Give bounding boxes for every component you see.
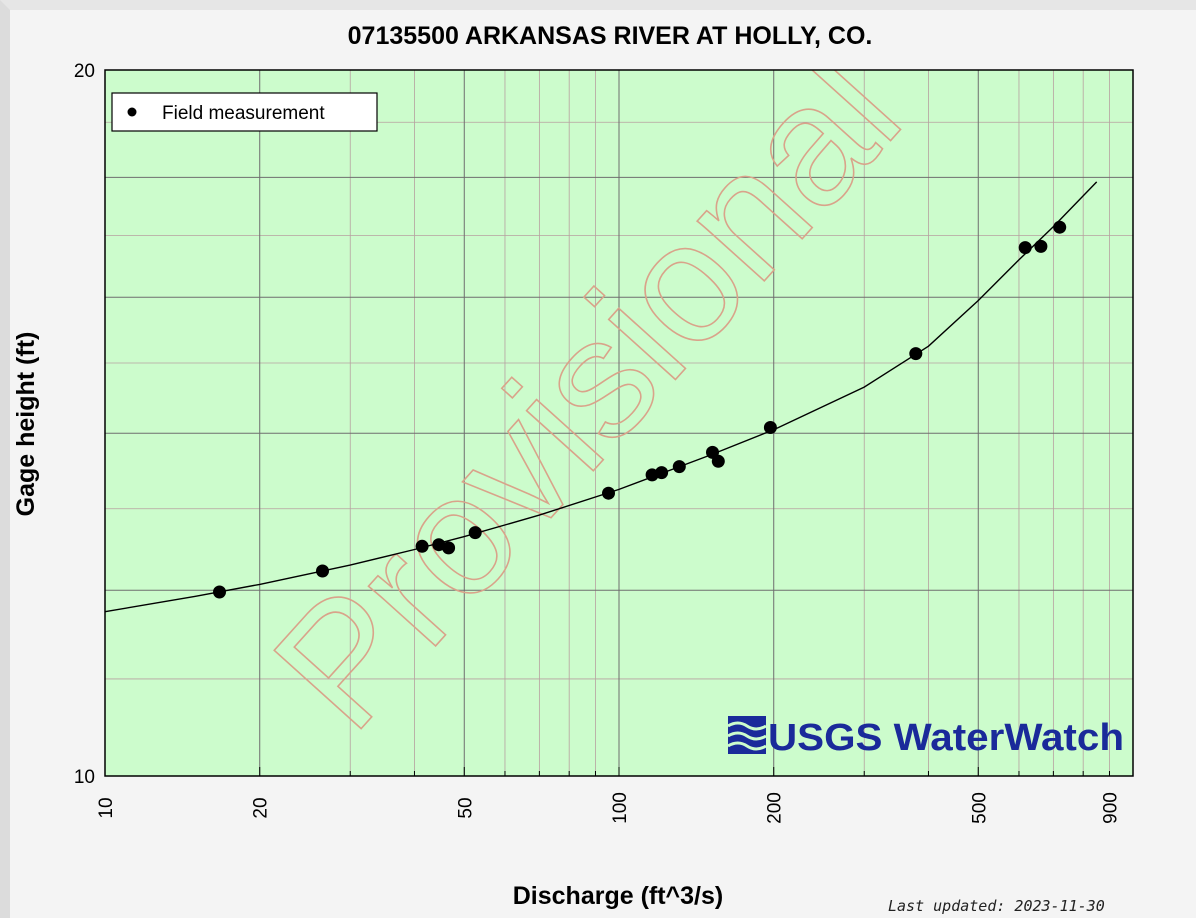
field-measurement-points xyxy=(213,220,1067,599)
usgs-logo: USGS WaterWatch xyxy=(727,716,1124,759)
field-measurement-point xyxy=(1034,239,1048,253)
x-tick-labels: 10 20 50 100 200 500 900 xyxy=(96,792,1121,824)
field-measurement-point xyxy=(763,421,777,434)
field-measurement-point xyxy=(213,585,226,599)
x-tick-label: 500 xyxy=(969,792,990,824)
field-measurement-point xyxy=(432,538,446,552)
x-axis-label: Discharge (ft^3/s) xyxy=(513,882,724,910)
field-measurement-point xyxy=(468,526,482,540)
x-tick-label: 10 xyxy=(96,797,117,818)
field-measurement-point xyxy=(711,454,725,468)
y-axis-label: Gage height (ft) xyxy=(12,332,40,517)
field-measurement-point xyxy=(316,564,329,578)
field-measurement-point xyxy=(1018,241,1032,255)
x-tick-label: 200 xyxy=(765,792,786,824)
field-measurement-point xyxy=(415,539,429,553)
chart-title: 07135500 ARKANSAS RIVER AT HOLLY, CO. xyxy=(348,22,873,50)
field-measurement-point xyxy=(909,347,923,361)
y-tick-labels: 10 20 xyxy=(74,61,95,788)
logo-text: USGS WaterWatch xyxy=(768,717,1124,759)
x-tick-label: 20 xyxy=(251,797,272,818)
last-updated: Last updated: 2023-11-30 xyxy=(888,897,1105,915)
usgs-wave-icon xyxy=(727,716,767,754)
x-tick-label: 900 xyxy=(1100,792,1121,824)
field-measurement-point xyxy=(655,466,669,480)
x-tick-label: 50 xyxy=(455,797,476,818)
field-measurement-point xyxy=(672,460,686,474)
legend-label: Field measurement xyxy=(162,103,325,124)
legend-box xyxy=(111,92,378,132)
field-measurement-point xyxy=(602,486,615,500)
major-gridlines xyxy=(105,70,1133,776)
y-tick-label: 20 xyxy=(74,61,95,82)
legend-marker-icon xyxy=(127,107,137,117)
x-tick-label: 100 xyxy=(610,792,631,824)
legend: Field measurement xyxy=(111,92,378,132)
field-measurement-point xyxy=(442,541,456,555)
y-tick-label: 10 xyxy=(74,767,95,788)
field-measurement-point xyxy=(1053,220,1067,234)
axis-ticks xyxy=(259,767,1110,776)
